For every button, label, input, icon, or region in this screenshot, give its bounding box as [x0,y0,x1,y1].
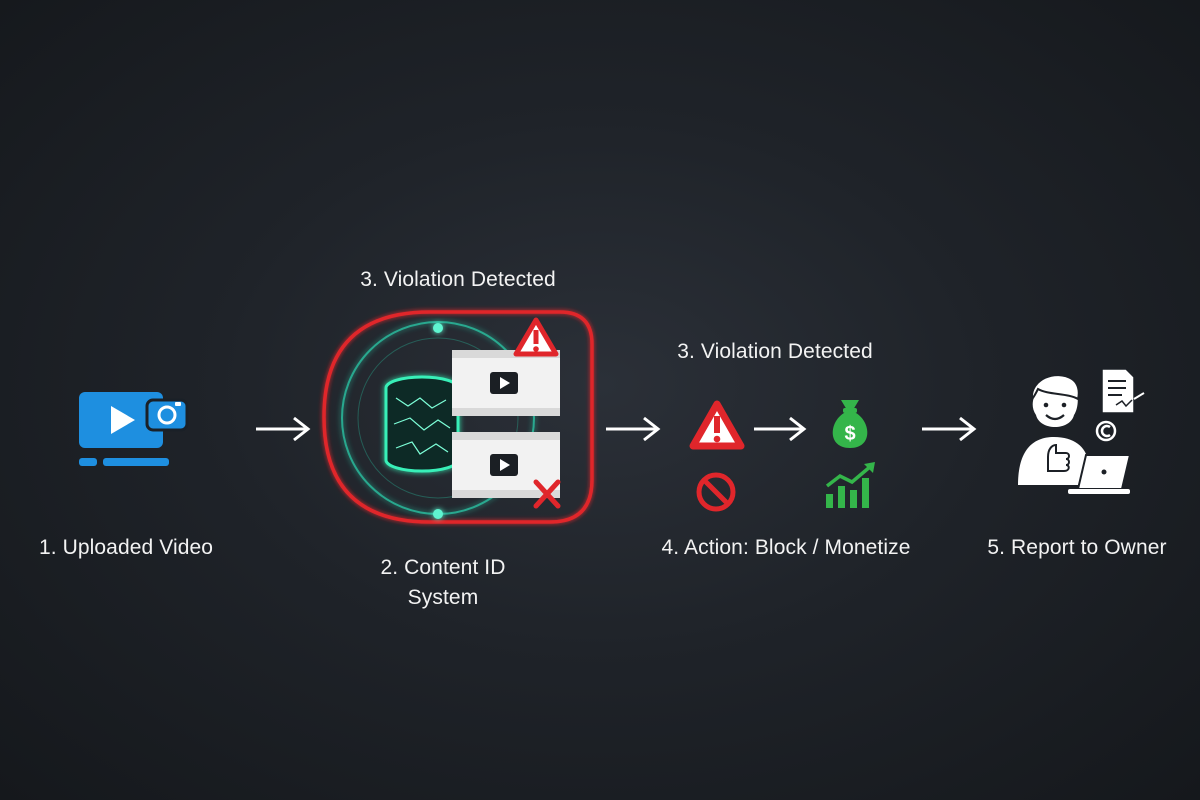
arrow-right-icon [754,416,807,442]
warning-icon [689,400,745,450]
arrow-right-icon [256,416,311,442]
growth-chart-icon [825,462,875,508]
content-id-label-line1: 2. Content ID [380,556,506,579]
arrow-right-icon [606,416,661,442]
arrow-right-icon [922,416,977,442]
copyright-icon [1095,420,1117,442]
violation-detected-top-label: 3. Violation Detected [360,268,556,291]
svg-text:$: $ [844,423,855,445]
content-id-label-line2: System [407,586,479,609]
report-label: 5. Report to Owner [987,536,1167,559]
video-upload-icon [79,392,189,466]
money-bag-icon: $ [832,400,868,448]
block-icon [696,472,736,512]
action-label: 4. Action: Block / Monetize [661,536,911,559]
content-id-label: 2. Content ID System [380,553,505,613]
database-icon [384,375,460,473]
document-icon [1101,368,1145,414]
warning-icon [513,317,559,357]
reject-x-icon [533,479,561,509]
uploaded-video-label: 1. Uploaded Video [38,536,214,559]
content-id-system-graphic [322,310,594,524]
violation-detected-mid-label: 3. Violation Detected [677,340,873,363]
person-laptop-icon [1018,368,1145,494]
